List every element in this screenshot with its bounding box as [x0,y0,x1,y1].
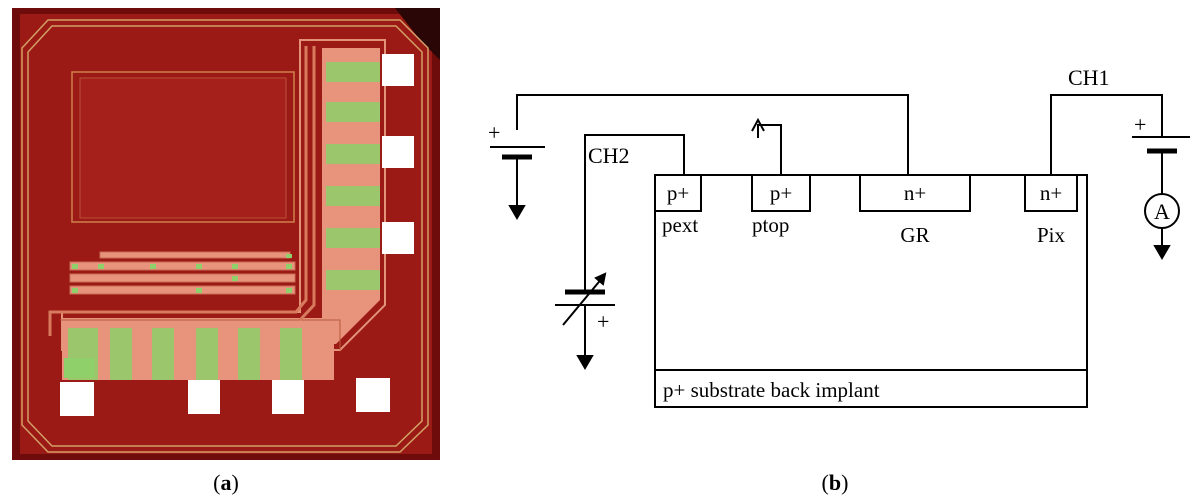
stripe-devices [69,251,296,295]
caption-b: (b) [822,470,849,495]
ptop-wire [757,124,782,175]
ammeter-label: A [1154,199,1170,224]
right-battery-plus: + [1134,112,1146,137]
schematic-labels: CH1 CH2 + + + A p+ pext p+ ptop n+ GR n+… [488,65,1170,402]
bond-pad [382,54,414,86]
implant-bands-vertical [326,62,380,290]
pext-name: pext [662,213,698,237]
seal-ring [21,19,429,453]
caption-a: (a) [213,470,239,495]
ch2-ground-arrow [576,355,594,370]
ch1-label: CH1 [1068,65,1110,90]
gr-name: GR [900,223,929,247]
variable-arrow-head [594,272,607,286]
ch2-label: CH2 [588,143,630,168]
bond-pad [272,380,304,414]
bond-pad [188,380,220,414]
bond-pad [382,136,414,168]
schematic [490,94,1190,408]
narrow-traces [48,46,316,336]
ammeter-ground-arrow [1153,245,1171,260]
region-gr [859,174,971,212]
device-body [654,174,1088,408]
die-corner-shadow [395,8,440,60]
bond-pad [356,378,390,412]
ch1-wire [1050,94,1163,175]
left-battery-plus: + [488,120,500,145]
ptop-name: ptop [752,213,789,237]
green-contact [64,358,94,378]
pext-type: p+ [667,181,689,205]
ch2-variable-arrow [562,276,604,326]
bond-pads [60,54,414,416]
substrate-label: p+ substrate back implant [663,378,880,402]
region-pext [654,174,702,212]
test-structure-outline [71,71,295,223]
gr-wire [516,94,909,175]
ch2-supply-plus: + [597,309,609,334]
gr-type: n+ [904,181,926,205]
test-structure-inner [79,77,287,219]
ch2-wire [584,134,685,292]
ptop-type: p+ [770,181,792,205]
pix-name: Pix [1037,223,1066,247]
chip-photo [12,8,440,460]
pix-type: n+ [1040,181,1062,205]
bond-pad [382,222,414,254]
ptop-arrow [751,117,765,132]
bond-pad [60,382,94,416]
left-ground-arrow [508,205,526,220]
